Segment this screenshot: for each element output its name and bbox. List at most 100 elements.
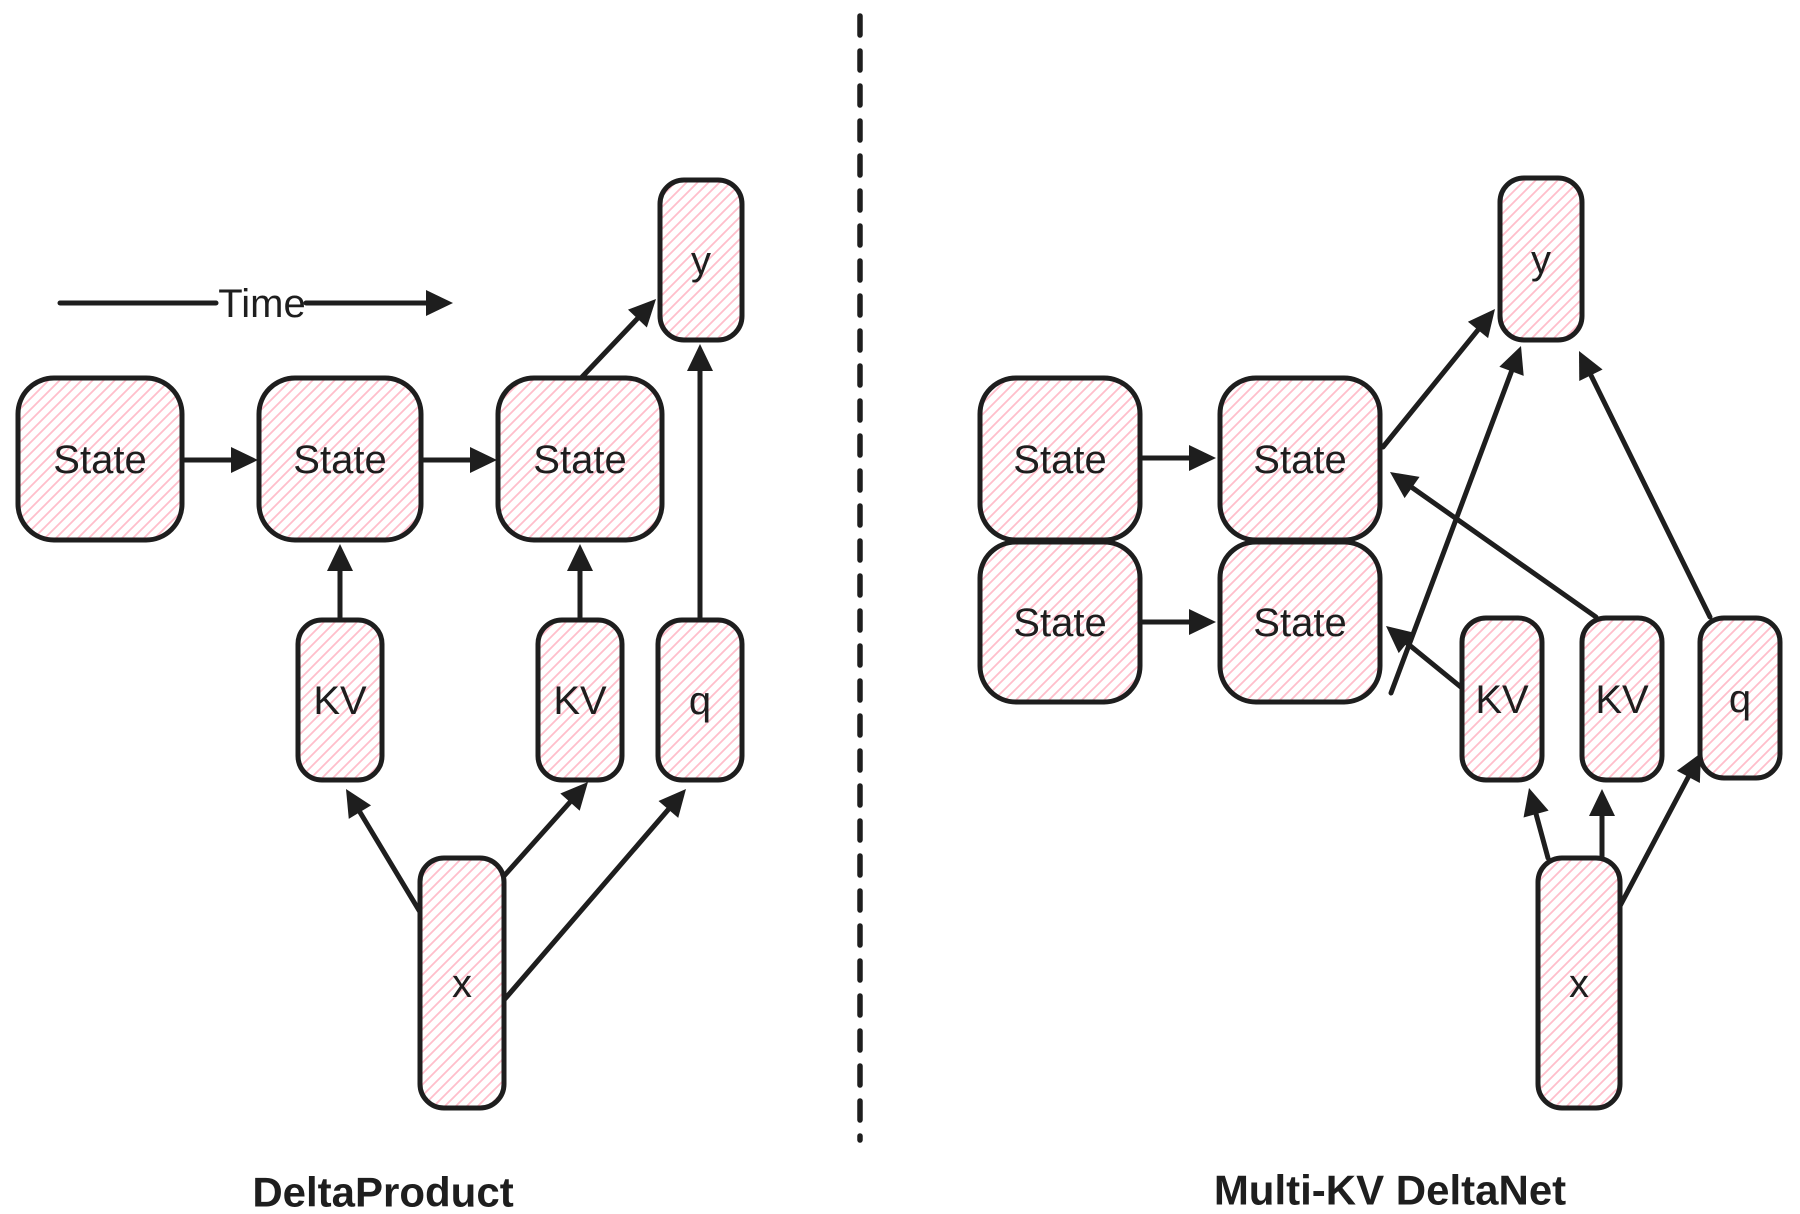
- left-edge-line-state3-to-y: [579, 316, 640, 380]
- left-node-label-x: x: [452, 962, 472, 1006]
- right-node-box-x: [1535, 855, 1623, 1111]
- left-edge-time-line-right: [303, 290, 453, 316]
- right-edge-line-x-to-q: [1617, 774, 1691, 909]
- right-node-y: y: [1497, 175, 1585, 343]
- right-node-label-state-r1c2: State: [1253, 438, 1346, 482]
- left-edge-state2-to-state3: [418, 447, 497, 473]
- edges-layer: [57, 290, 1713, 1003]
- left-node-label-q: q: [689, 679, 711, 723]
- left-edge-x-to-kv2: [501, 782, 588, 879]
- left-edge-kv1-to-state2: [327, 544, 353, 623]
- left-node-x: x: [417, 855, 507, 1111]
- left-node-box-state-3: [495, 375, 665, 543]
- right-edge-x-to-kv1: [1523, 788, 1551, 861]
- right-node-x: x: [1535, 855, 1623, 1111]
- arrowhead-icon: [1499, 346, 1524, 376]
- right-node-kv-2: KV: [1579, 615, 1665, 783]
- left-node-label-state-2: State: [293, 438, 386, 482]
- right-node-state-r1c2: State: [1217, 375, 1383, 543]
- right-edge-line-q-to-y: [1588, 372, 1713, 620]
- arrowhead-icon: [687, 344, 713, 371]
- arrowhead-icon: [1189, 445, 1216, 471]
- left-node-label-kv-1: KV: [313, 679, 367, 723]
- left-edge-q-to-y: [687, 344, 713, 623]
- right-node-label-kv-1: KV: [1475, 678, 1529, 722]
- left-node-state-3: State: [495, 375, 665, 543]
- right-node-box-kv-2: [1579, 615, 1665, 783]
- left-node-box-q: [655, 617, 745, 783]
- left-edge-state1-to-state2: [179, 447, 258, 473]
- right-edge-x-to-kv2: [1589, 789, 1615, 861]
- left-node-label-y: y: [691, 239, 711, 283]
- arrowhead-icon: [327, 544, 353, 571]
- arrowhead-icon: [1589, 789, 1615, 816]
- right-node-state-r2c2: State: [1217, 539, 1383, 705]
- right-node-label-y: y: [1531, 238, 1551, 282]
- arrowhead-icon: [567, 544, 593, 571]
- caption-right: Multi-KV DeltaNet: [1214, 1167, 1566, 1214]
- arrowhead-icon: [1467, 309, 1495, 339]
- left-edge-state3-to-y: [579, 299, 656, 380]
- right-edge-kv1-to-state-row2: [1386, 626, 1465, 691]
- right-node-kv-1: KV: [1459, 615, 1545, 783]
- left-node-box-state-2: [256, 375, 424, 543]
- left-node-label-kv-2: KV: [553, 679, 607, 723]
- arrowhead-icon: [1676, 753, 1701, 783]
- arrowhead-icon: [346, 789, 372, 819]
- right-edge-line-kv2-to-state-row1: [1409, 485, 1599, 620]
- arrowhead-icon: [1579, 351, 1603, 381]
- right-edge-state-row1-to-y: [1380, 309, 1495, 450]
- left-node-label-state-1: State: [53, 438, 146, 482]
- right-node-box-y: [1497, 175, 1585, 343]
- left-node-state-2: State: [256, 375, 424, 543]
- left-node-box-state-1: [15, 375, 185, 543]
- right-edge-state-row1-chain: [1137, 445, 1216, 471]
- left-node-label-state-3: State: [533, 438, 626, 482]
- left-node-y: y: [657, 177, 745, 343]
- left-node-box-kv-1: [295, 617, 385, 783]
- right-node-label-state-r2c1: State: [1013, 601, 1106, 645]
- right-node-label-x: x: [1569, 962, 1589, 1006]
- left-edge-x-to-q: [501, 789, 686, 1003]
- right-node-box-state-r2c1: [977, 539, 1143, 705]
- right-edge-line-state-row2-to-y: [1388, 368, 1515, 696]
- arrowhead-icon: [1523, 788, 1549, 818]
- right-node-q: q: [1697, 615, 1783, 781]
- left-edge-x-to-kv1: [346, 789, 423, 915]
- right-edge-line-state-row1-to-y: [1380, 327, 1481, 450]
- time-label: Time: [218, 282, 305, 326]
- left-edge-line-x-to-kv1: [357, 809, 423, 915]
- right-node-label-kv-2: KV: [1595, 678, 1649, 722]
- right-edge-kv2-to-state-row1: [1390, 472, 1599, 620]
- arrowhead-icon: [658, 789, 686, 818]
- left-node-kv-1: KV: [295, 617, 385, 783]
- arrowhead-icon: [1386, 626, 1416, 654]
- caption-left: DeltaProduct: [252, 1169, 513, 1214]
- left-node-q: q: [655, 617, 745, 783]
- right-edge-state-row2-chain: [1137, 609, 1216, 635]
- right-edge-line-x-to-kv1: [1533, 811, 1551, 861]
- left-edge-line-x-to-kv2: [501, 799, 573, 879]
- arrowhead-icon: [560, 782, 588, 811]
- left-node-kv-2: KV: [535, 617, 625, 783]
- left-node-box-x: [417, 855, 507, 1111]
- arrowhead-icon: [470, 447, 497, 473]
- arrowhead-icon: [627, 299, 656, 328]
- right-node-state-r2c1: State: [977, 539, 1143, 705]
- left-node-state-1: State: [15, 375, 185, 543]
- right-node-label-state-r2c2: State: [1253, 601, 1346, 645]
- right-node-label-state-r1c1: State: [1013, 438, 1106, 482]
- left-node-box-kv-2: [535, 617, 625, 783]
- right-edge-state-row2-to-y: [1388, 346, 1524, 696]
- arrowhead-icon: [1189, 609, 1216, 635]
- right-edge-x-to-q: [1617, 753, 1701, 909]
- left-edge-kv2-to-state3: [567, 544, 593, 623]
- right-node-box-state-r2c2: [1217, 539, 1383, 705]
- right-node-box-kv-1: [1459, 615, 1545, 783]
- right-node-state-r1c1: State: [977, 375, 1143, 543]
- arrowhead-icon: [231, 447, 258, 473]
- left-edge-line-x-to-q: [501, 806, 671, 1003]
